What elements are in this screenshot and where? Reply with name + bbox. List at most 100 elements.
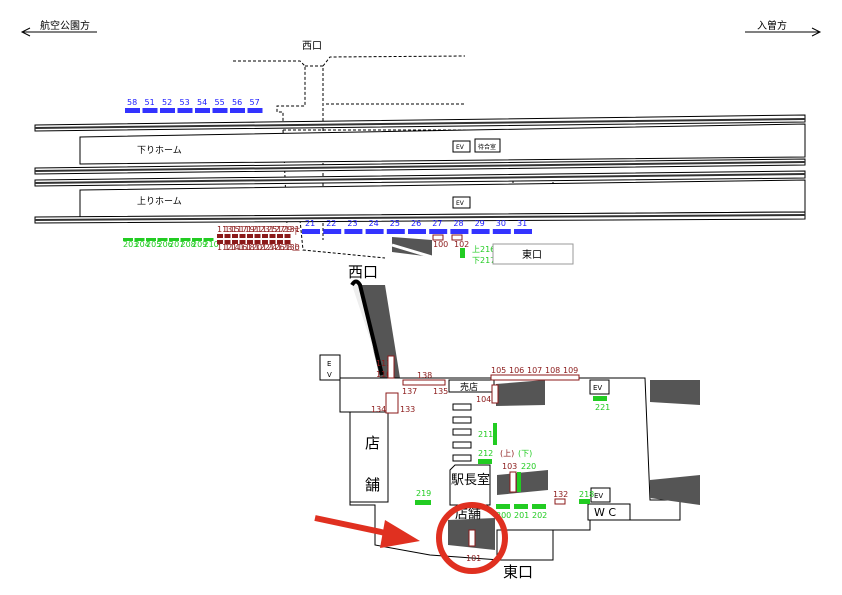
car-marker xyxy=(408,229,426,234)
grid-cell xyxy=(217,240,223,244)
green-number: 208 xyxy=(181,240,196,249)
car-number: 24 xyxy=(369,219,379,228)
car-number: 26 xyxy=(411,219,421,228)
grid-cell xyxy=(277,240,283,244)
escalator-se xyxy=(650,475,700,505)
kiosk-label: 売店 xyxy=(460,381,478,393)
car-marker xyxy=(471,229,490,234)
car-marker xyxy=(302,229,320,234)
label-107: 107 xyxy=(527,366,542,375)
label-218: 218 xyxy=(579,490,594,499)
ev-down-label: EV xyxy=(456,144,465,151)
car-marker xyxy=(344,229,363,234)
label-201: 201 xyxy=(514,511,529,520)
grid-number: 117 xyxy=(232,225,247,234)
track-3 xyxy=(34,211,806,224)
grid-number: 130 xyxy=(285,243,300,252)
platform-down-label: 下りホーム xyxy=(137,145,182,156)
label-216: 上216 xyxy=(472,245,495,254)
car-marker xyxy=(323,229,342,234)
car-marker xyxy=(365,229,384,234)
east-exit-box-label: 東口 xyxy=(522,248,542,261)
car-number: 21 xyxy=(305,219,315,228)
car-number: 52 xyxy=(162,98,172,107)
grid-cell xyxy=(269,240,276,244)
grid-number: 112 xyxy=(217,243,232,252)
grid-number: 116 xyxy=(232,243,247,252)
green-marker xyxy=(169,238,179,241)
green-number: 203 xyxy=(123,240,138,249)
label-100: 100 xyxy=(433,240,448,249)
label-105: 105 xyxy=(491,366,506,375)
car-number: 53 xyxy=(180,98,190,107)
label-101: 101 xyxy=(466,554,481,563)
green-number: 207 xyxy=(169,240,184,249)
grid-cell xyxy=(262,234,268,238)
label-134: 134 xyxy=(371,405,386,414)
label-103: 103 xyxy=(502,462,517,471)
label-133: 133 xyxy=(400,405,415,414)
green-marker xyxy=(192,238,202,241)
grid-cell xyxy=(232,240,238,244)
grid-cell xyxy=(269,234,276,238)
label-108: 108 xyxy=(545,366,560,375)
label-111: 111 xyxy=(376,359,391,368)
grid-cell xyxy=(284,240,291,244)
escalator-104 xyxy=(496,380,545,406)
car-marker xyxy=(429,229,448,234)
label-211: 211 xyxy=(478,430,493,439)
direction-left-label: 航空公園方 xyxy=(40,19,90,32)
car-number: 31 xyxy=(517,219,527,228)
label-135: 135 xyxy=(433,387,448,396)
green-marker xyxy=(134,238,145,241)
car-number: 51 xyxy=(145,98,155,107)
label-202: 202 xyxy=(532,511,547,520)
west-exit-label: 西口 xyxy=(348,263,378,281)
wc-label: W C xyxy=(594,506,616,519)
station-master-label: 駅長室 xyxy=(451,472,490,488)
green-number: 209 xyxy=(192,240,207,249)
grid-number: 121 xyxy=(247,225,262,234)
label-212: 212 xyxy=(478,449,493,458)
car-marker xyxy=(212,108,228,113)
grid-number: 127 xyxy=(270,225,285,234)
up-marker: (上) xyxy=(500,449,514,458)
car-number: 55 xyxy=(215,98,225,107)
concourse-labels: 111 110 138 137 135 134 133 104 105 106 … xyxy=(371,355,610,563)
grid-number: 125 xyxy=(262,225,277,234)
car-number: 57 xyxy=(250,98,260,107)
escalator-103 xyxy=(497,470,548,495)
track-1 xyxy=(34,114,806,132)
car-marker xyxy=(450,229,469,234)
arrow-left-icon xyxy=(20,27,97,37)
label-132: 132 xyxy=(553,490,568,499)
grid-number: 131 xyxy=(285,225,300,234)
grid-down-label: 下 xyxy=(292,227,300,236)
car-number: 28 xyxy=(453,219,463,228)
grid-up-label: 上 xyxy=(292,243,300,252)
track-2 xyxy=(34,158,806,187)
car-marker xyxy=(247,108,263,113)
grid-number: 119 xyxy=(240,225,255,234)
ev-west-v: V xyxy=(327,371,332,379)
grid-cell xyxy=(247,240,253,244)
grid-number: 120 xyxy=(247,243,262,252)
grid-cell xyxy=(224,240,231,244)
green-marker xyxy=(146,238,156,241)
platform-down: 下りホーム xyxy=(79,123,806,165)
grid-number: 128 xyxy=(277,243,292,252)
car-marker xyxy=(177,108,193,113)
green-marker xyxy=(157,238,168,241)
grid-number: 115 xyxy=(225,225,240,234)
car-marker xyxy=(514,229,532,234)
shop-block xyxy=(349,411,389,503)
label-217: 下217 xyxy=(472,256,495,265)
platform-stairs xyxy=(391,237,433,259)
grid-number: 113 xyxy=(217,225,232,234)
grid-number: 114 xyxy=(225,243,240,252)
highlight-arrow-icon xyxy=(314,515,396,538)
waiting-room-label: 待合室 xyxy=(478,143,496,151)
grid-cell xyxy=(217,234,223,238)
